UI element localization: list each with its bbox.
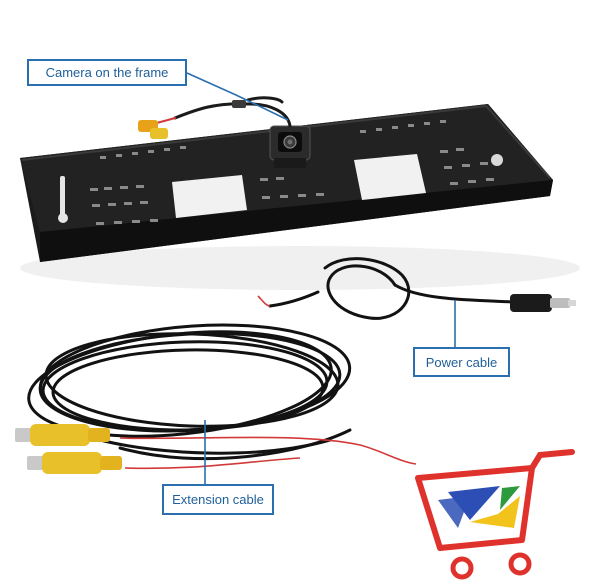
extension-rca-plugs: [15, 424, 122, 474]
camera-module: [269, 125, 311, 168]
power-plug: [510, 294, 576, 312]
camera-on-frame-label: Camera on the frame: [27, 59, 187, 86]
extension-cable-label: Extension cable: [162, 484, 274, 515]
power-cable-label: Power cable: [413, 347, 510, 377]
power-cable: [268, 257, 517, 320]
shopping-cart-logo-icon: [415, 449, 575, 580]
extension-cable: [27, 323, 352, 461]
callout-pointers: [186, 72, 456, 484]
camera-lead-wires: [141, 96, 292, 129]
extension-red-wires: [119, 436, 417, 470]
power-red-wire: [257, 295, 271, 307]
camera-rca-plugs: [138, 100, 246, 139]
